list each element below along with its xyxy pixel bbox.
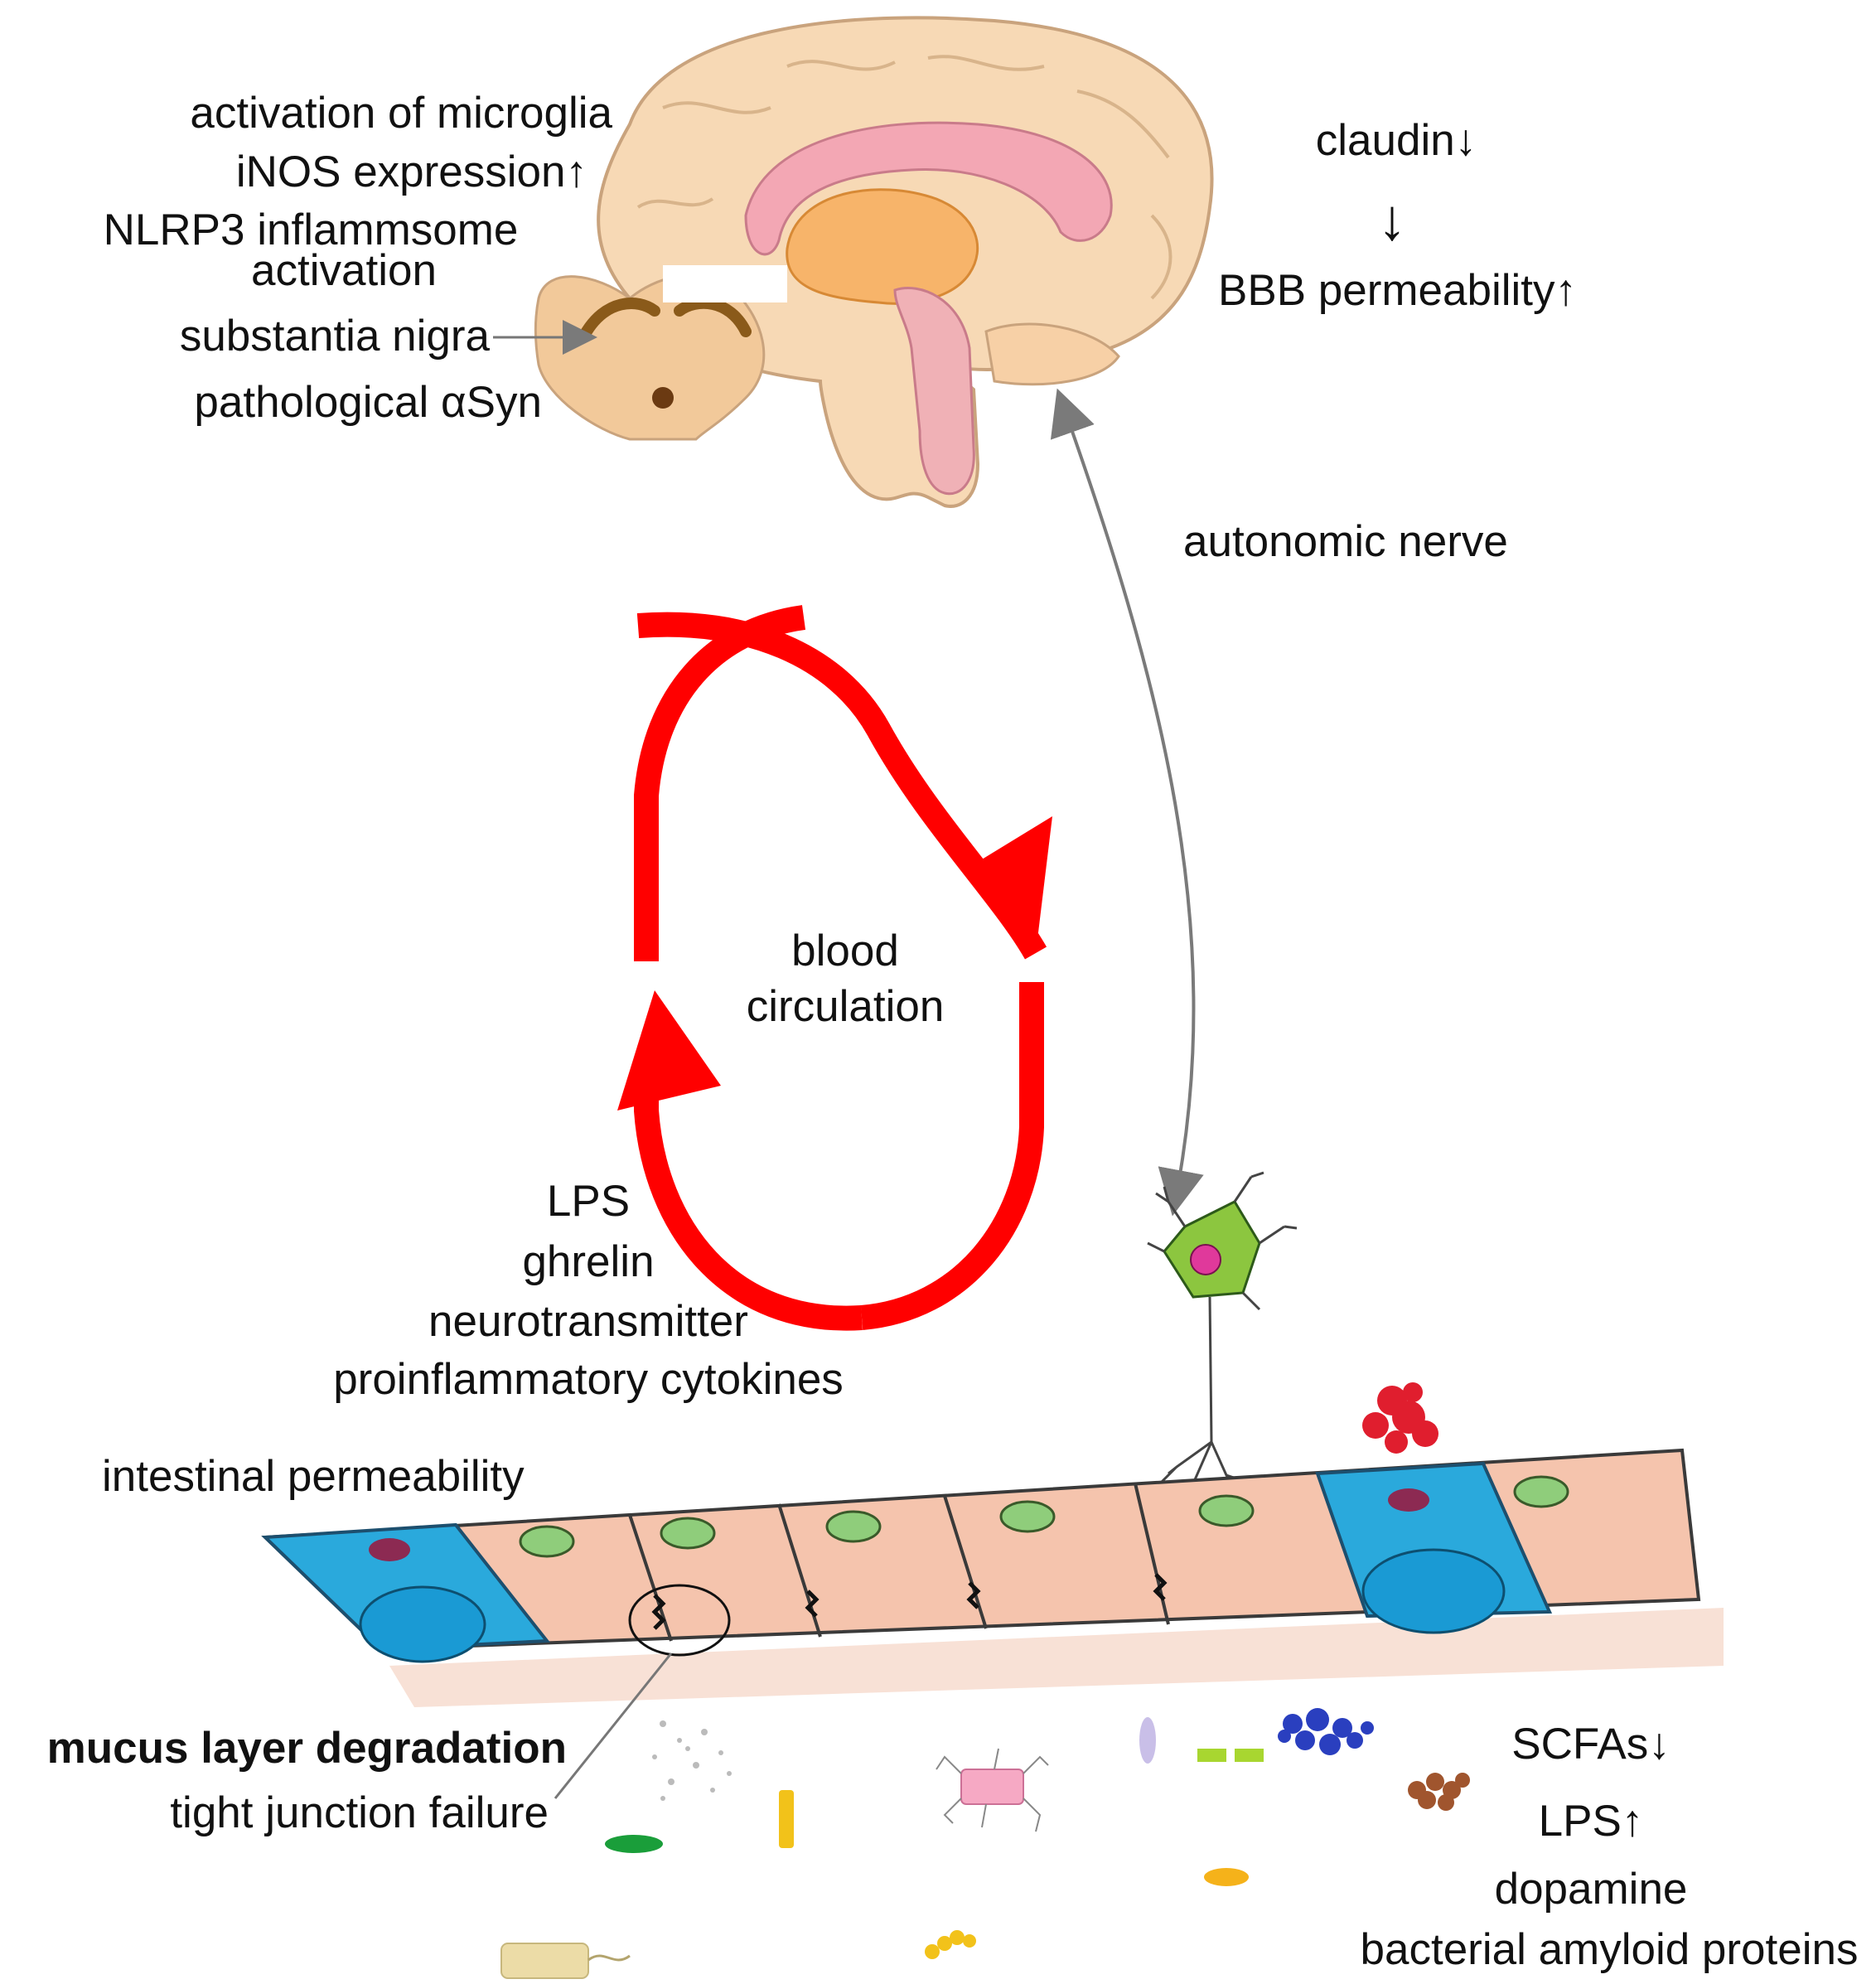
enteric-neuron bbox=[1147, 1171, 1298, 1488]
brain-cutout bbox=[663, 265, 787, 302]
label-scfas: SCFAs↓ bbox=[1511, 1720, 1671, 1769]
label-dopamine: dopamine bbox=[1494, 1865, 1688, 1914]
label-mucus-degradation: mucus layer degradation bbox=[46, 1724, 567, 1773]
gut-microbiota bbox=[500, 1708, 1470, 1979]
tight-junction-highlight bbox=[628, 1584, 731, 1657]
brain-thalamus bbox=[786, 188, 979, 305]
blood-circulation-cycle bbox=[617, 605, 1052, 1331]
label-lps-up: LPS↑ bbox=[1538, 1797, 1644, 1846]
neuron-axon bbox=[1208, 1296, 1213, 1443]
protein-cluster-red bbox=[1362, 1382, 1438, 1454]
label-circulation: circulation bbox=[746, 982, 945, 1031]
label-autonomic-nerve: autonomic nerve bbox=[1183, 517, 1508, 566]
circulation-arrowhead-up bbox=[617, 990, 721, 1111]
label-factor-lps: LPS bbox=[546, 1177, 631, 1226]
tight-junction-pointer bbox=[554, 1653, 673, 1799]
label-claudin: claudin↓ bbox=[1315, 116, 1477, 165]
circulation-arc-left-upper bbox=[634, 605, 806, 961]
autonomic-nerve-arrow bbox=[1050, 388, 1204, 1217]
label-substantia-nigra: substantia nigra bbox=[179, 312, 490, 361]
label-bacterial-amyloid: bacterial amyloid proteins bbox=[1360, 1925, 1859, 1974]
brain-gyri bbox=[636, 55, 1172, 300]
cerebellum bbox=[984, 322, 1120, 386]
neuron-nucleus bbox=[1190, 1244, 1221, 1275]
protein-cluster-blue bbox=[1278, 1708, 1374, 1755]
bacterium-lime-1 bbox=[1197, 1749, 1226, 1762]
lamina-propria bbox=[389, 1608, 1724, 1707]
bacterium-green bbox=[605, 1835, 663, 1853]
bacterium-orange bbox=[1204, 1868, 1249, 1886]
label-bbb-arrow: ↓ bbox=[1377, 187, 1407, 252]
label-asyn: pathological αSyn bbox=[194, 378, 542, 427]
label-factor-neurotransmitter: neurotransmitter bbox=[428, 1297, 748, 1346]
label-factor-ghrelin: ghrelin bbox=[522, 1237, 655, 1286]
mucus-dots bbox=[652, 1720, 732, 1801]
brainstem bbox=[893, 287, 975, 496]
label-factor-cytokines: proinflammatory cytokines bbox=[333, 1355, 844, 1404]
label-tight-junction-failure: tight junction failure bbox=[170, 1788, 549, 1837]
brain-illustration bbox=[493, 16, 1214, 508]
circulation-arc-right-lower bbox=[860, 982, 1044, 1330]
intestinal-epithelium bbox=[261, 1448, 1724, 1799]
label-bbb-permeability: BBB permeability↑ bbox=[1218, 266, 1578, 315]
bacterium-lavender bbox=[1139, 1717, 1156, 1764]
label-microglia: activation of microglia bbox=[190, 89, 612, 138]
bacterium-pink-flagellated bbox=[936, 1748, 1049, 1832]
label-intestinal-permeability: intestinal permeability bbox=[102, 1452, 525, 1501]
label-nlrp3-line2: activation bbox=[251, 246, 437, 295]
label-nlrp3-line1: NLRP3 inflammsome bbox=[103, 206, 519, 254]
bacterium-yellow-cocci bbox=[925, 1930, 976, 1959]
bacterium-yellow-rod bbox=[779, 1790, 794, 1848]
bacterium-lime-2 bbox=[1235, 1749, 1264, 1762]
brain-corpus-callosum bbox=[744, 121, 1113, 256]
bacterium-tan bbox=[500, 1943, 589, 1979]
bacterium-brown-cocci bbox=[1408, 1773, 1470, 1811]
label-blood: blood bbox=[791, 927, 899, 975]
circulation-arc-left bbox=[634, 1077, 863, 1331]
label-inos: iNOS expression↑ bbox=[235, 148, 587, 196]
circulation-arrowhead-down bbox=[978, 816, 1052, 953]
